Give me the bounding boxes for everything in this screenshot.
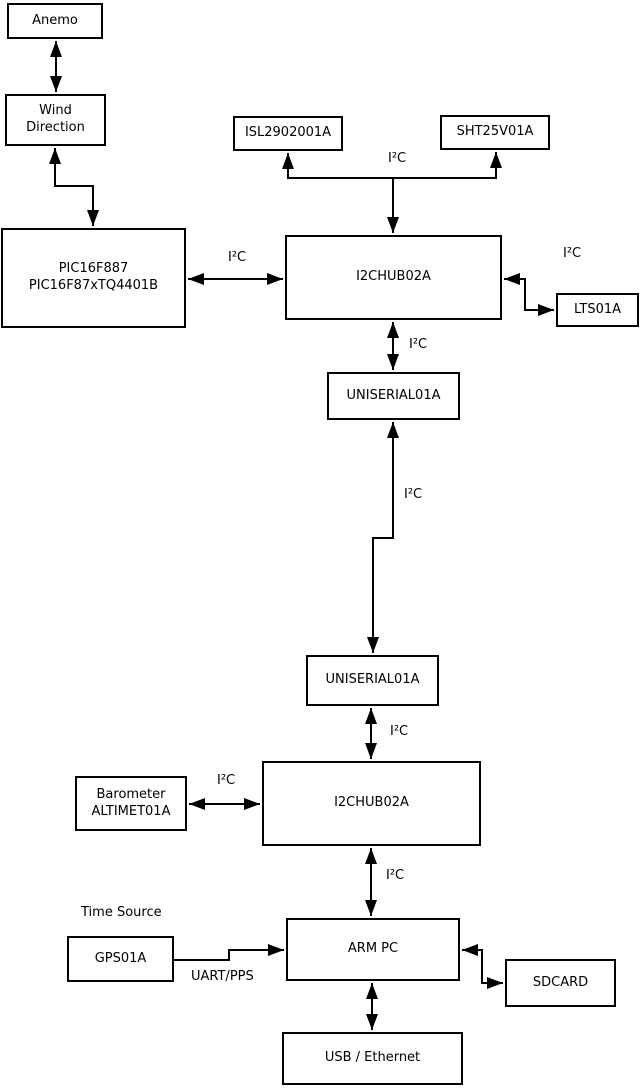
path-armpc-sdcard (462, 944, 503, 989)
label-uart-pps: UART/PPS (191, 969, 254, 984)
path-wind-pic (49, 148, 99, 226)
node-arm-pc: ARM PC (286, 918, 460, 981)
label-i2c-sensors: I²C (388, 151, 407, 166)
path-hub1-lts (504, 273, 554, 316)
label-i2c-uniserial-hub2: I²C (390, 724, 409, 739)
node-sht-sensor: SHT25V01A (440, 115, 550, 150)
path-gps-armpc (174, 944, 284, 961)
node-barometer: Barometer ALTIMET01A (75, 776, 187, 831)
node-uniserial-1: UNISERIAL01A (327, 372, 460, 420)
label-i2c-hub2-armpc: I²C (386, 868, 405, 883)
node-uniserial-2: UNISERIAL01A (306, 655, 439, 706)
label-i2c-barometer-hub2: I²C (217, 773, 236, 788)
node-pic-microcontroller: PIC16F887 PIC16F87xTQ4401B (1, 228, 186, 328)
node-isl-sensor: ISL2902001A (233, 116, 343, 151)
node-i2c-hub-1: I2CHUB02A (285, 235, 502, 320)
node-wind-direction: Wind Direction (5, 94, 106, 146)
path-uniserial1-uniserial2 (367, 422, 399, 653)
label-time-source: Time Source (81, 905, 162, 920)
label-i2c-uniserial-link: I²C (404, 487, 423, 502)
node-sdcard: SDCARD (505, 959, 616, 1007)
node-usb-ethernet: USB / Ethernet (282, 1032, 463, 1085)
label-i2c-hub-lts: I²C (563, 246, 582, 261)
label-i2c-hub-uniserial: I²C (409, 337, 428, 352)
node-i2c-hub-2: I2CHUB02A (262, 761, 481, 846)
label-i2c-pic-hub: I²C (228, 250, 247, 265)
node-lts-sensor: LTS01A (556, 293, 639, 327)
node-gps: GPS01A (67, 936, 174, 982)
node-anemometer: Anemo (7, 3, 103, 39)
